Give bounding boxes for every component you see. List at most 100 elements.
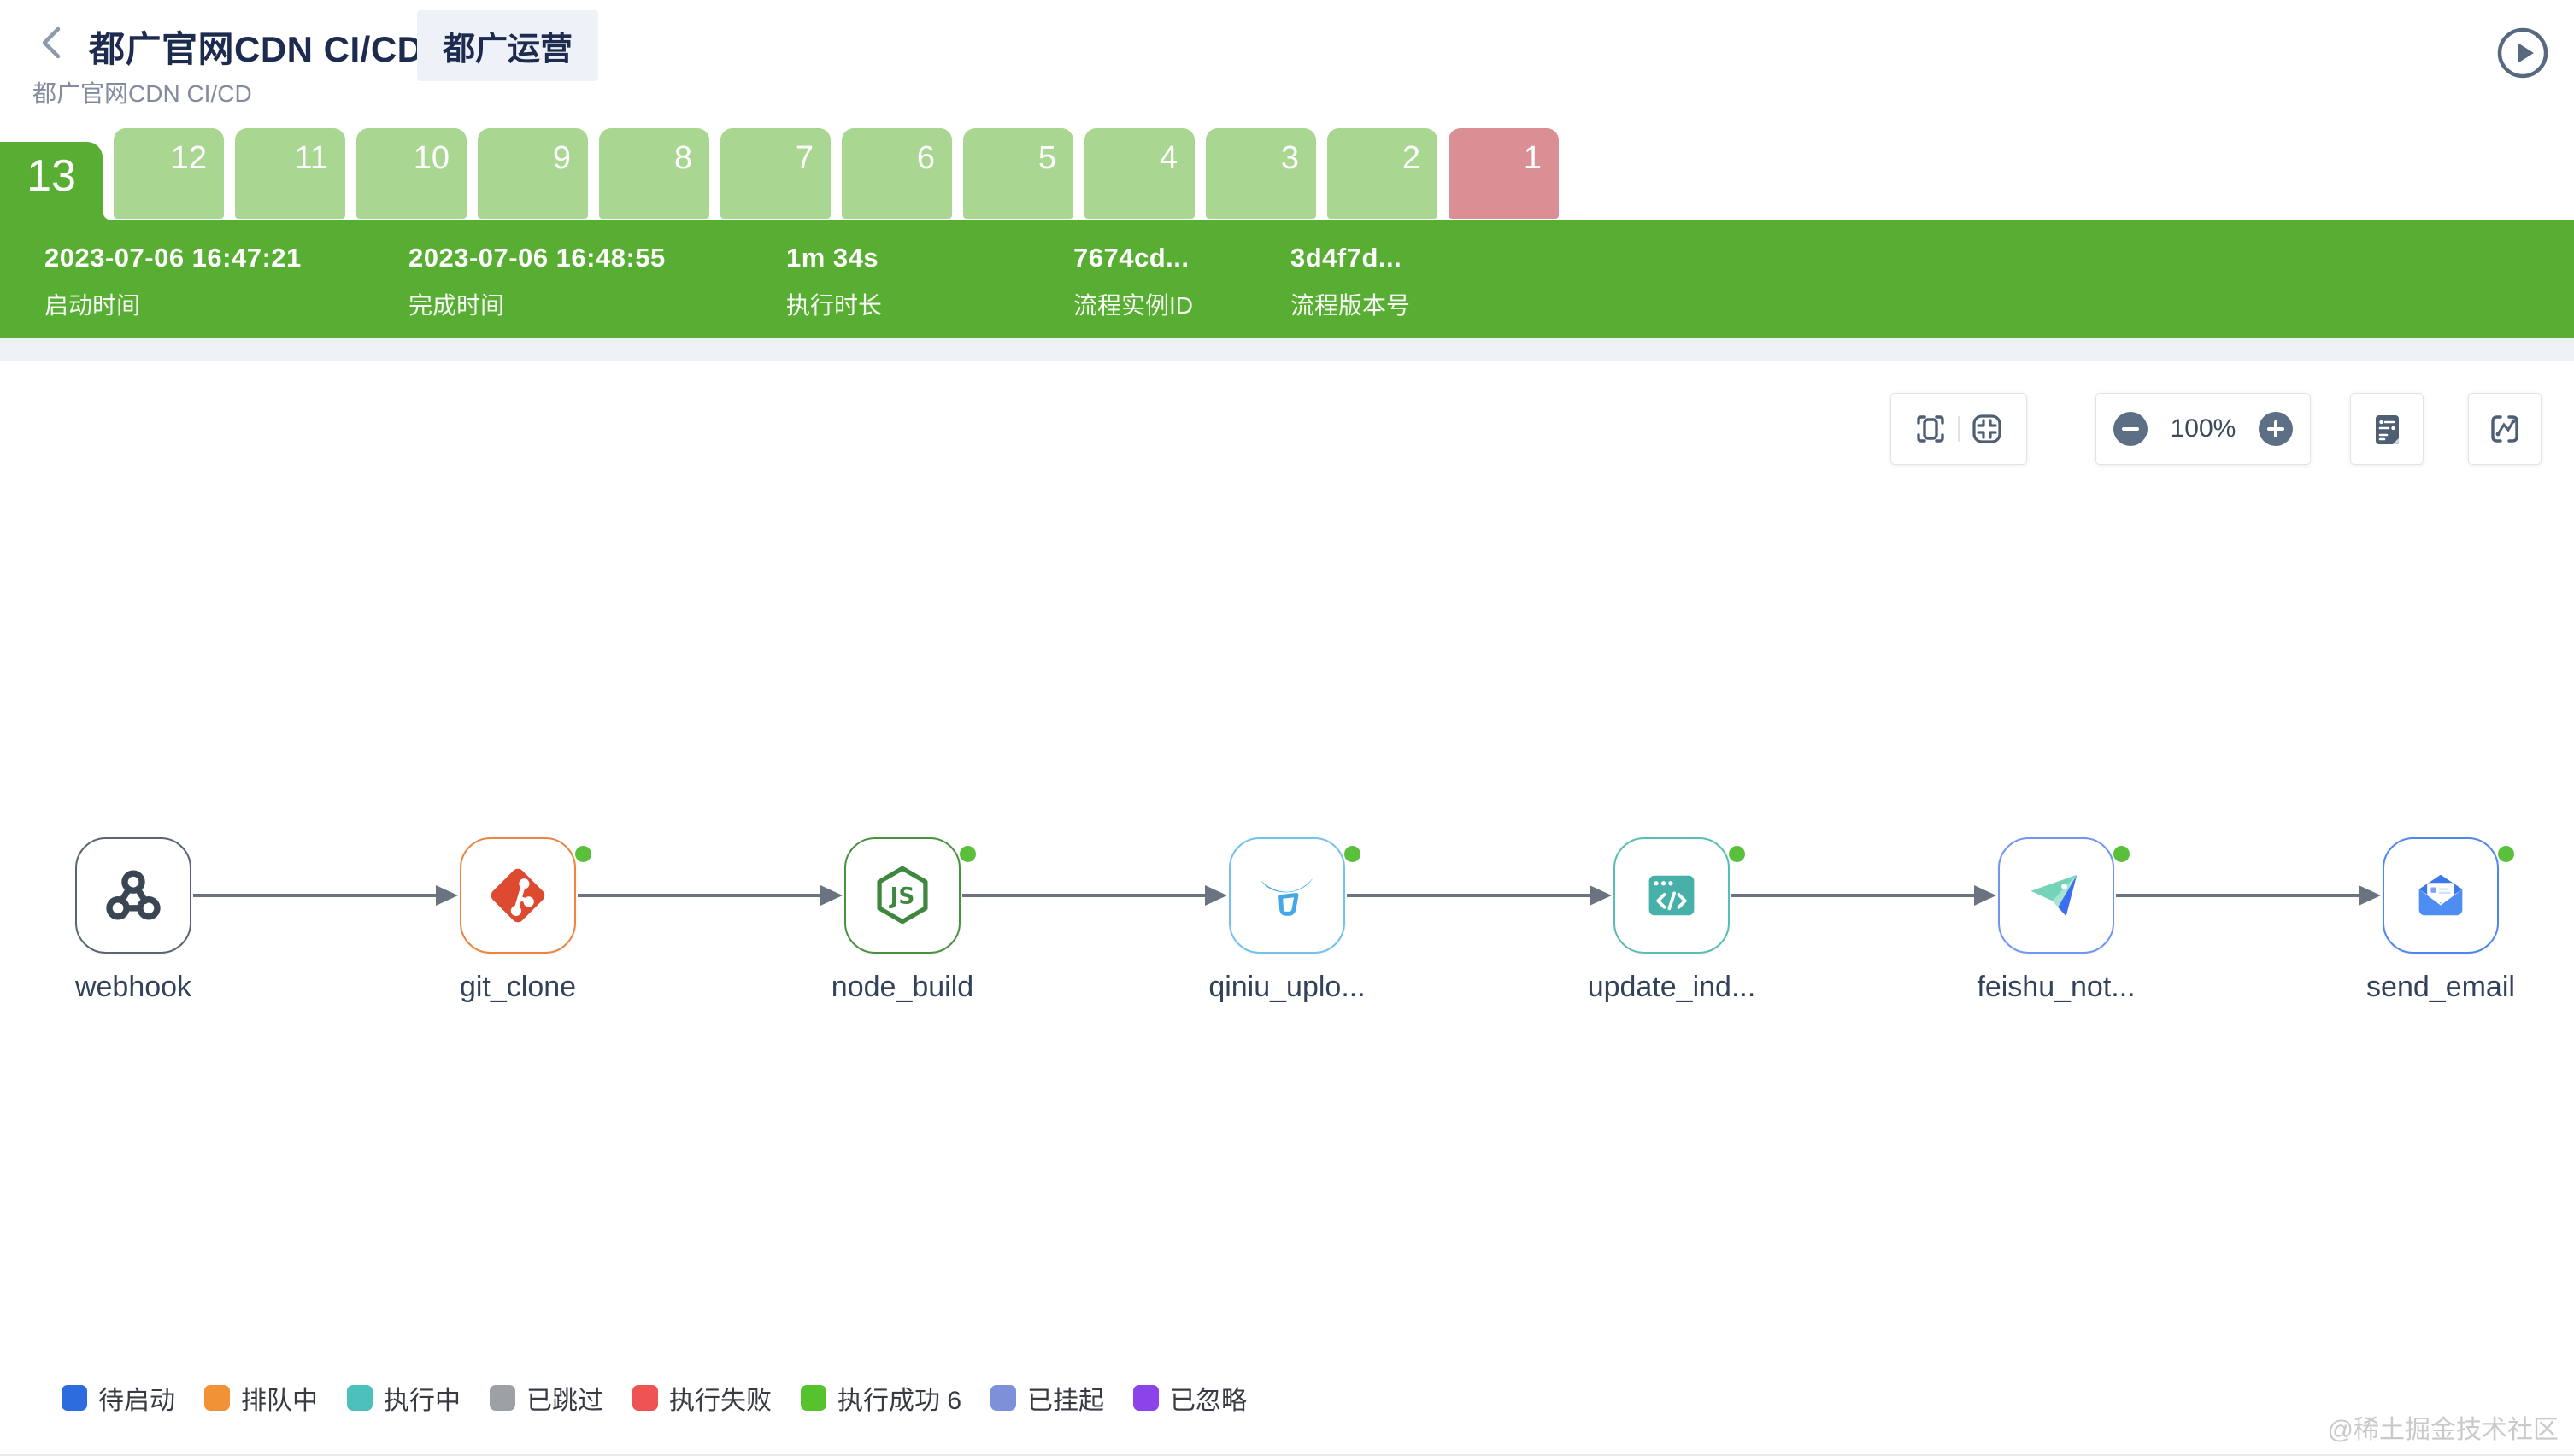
- status-dot-success: [2498, 846, 2514, 862]
- legend-swatch-queued: [204, 1385, 230, 1411]
- flow-arrow: [578, 885, 843, 906]
- run-info-instance-id: 7674cd... 流程实例ID: [1073, 243, 1290, 338]
- node-git-clone: git_clone: [460, 837, 591, 1003]
- legend-item-ignored: 已忽略: [1133, 1379, 1247, 1417]
- run-info-start-time: 2023-07-06 16:47:21 启动时间: [44, 243, 408, 338]
- legend-label: 已忽略: [1170, 1387, 1248, 1415]
- build-tab-11[interactable]: 11: [235, 128, 345, 219]
- fullscreen-icon[interactable]: [1912, 410, 1949, 448]
- legend-swatch-failed: [632, 1385, 658, 1411]
- legend-swatch-suspended: [990, 1385, 1017, 1411]
- metrics-button[interactable]: [2468, 393, 2542, 465]
- build-tab-6[interactable]: 6: [842, 128, 952, 219]
- play-circle-icon: [2497, 27, 2548, 79]
- flow-arrow: [1347, 885, 1612, 906]
- build-tab-2[interactable]: 2: [1327, 128, 1437, 219]
- flow-arrow: [1731, 885, 1996, 906]
- node-box-update-index[interactable]: [1613, 837, 1730, 954]
- node-box-send-email[interactable]: [2383, 837, 2499, 954]
- watermark: @稀土掘金技术社区: [2327, 1416, 2559, 1444]
- status-dot-success: [2113, 846, 2130, 862]
- build-tab-4[interactable]: 4: [1084, 128, 1195, 219]
- feishu-icon: [2030, 874, 2077, 917]
- legend-item-suspended: 已挂起: [990, 1379, 1104, 1417]
- legend-label: 执行中: [384, 1387, 461, 1415]
- legend-swatch-running: [347, 1385, 373, 1411]
- legend-item-running: 执行中: [347, 1379, 461, 1417]
- legend-item-failed: 执行失败: [632, 1379, 772, 1417]
- node-label: send_email: [2366, 971, 2515, 1003]
- nodejs-icon: JS: [877, 866, 928, 925]
- flow-canvas[interactable]: 100%: [0, 361, 2574, 1456]
- git-icon: [491, 868, 545, 923]
- chevron-left-icon: [42, 26, 61, 59]
- node-box-qiniu-upload[interactable]: [1229, 837, 1345, 954]
- qiniu-icon: [1261, 877, 1313, 916]
- run-log-button[interactable]: [2350, 393, 2424, 465]
- status-dot-success: [960, 846, 976, 862]
- status-dot-success: [1344, 846, 1360, 862]
- run-info-finish-time: 2023-07-06 16:48:55 完成时间: [408, 243, 786, 338]
- fit-view-icon[interactable]: [1968, 410, 2006, 448]
- legend-label: 排队中: [241, 1387, 318, 1415]
- status-dot-success: [575, 846, 591, 862]
- run-info-duration: 1m 34s 执行时长: [786, 243, 1073, 338]
- divider-strip: [0, 338, 2574, 361]
- build-tab-5[interactable]: 5: [963, 128, 1073, 219]
- build-tab-8[interactable]: 8: [599, 128, 709, 219]
- build-tab-7[interactable]: 7: [720, 128, 831, 219]
- status-legend: 待启动 排队中 执行中 已跳过 执行失败 执行成功 6: [62, 1379, 1247, 1417]
- legend-item-pending: 待启动: [62, 1379, 175, 1417]
- svg-text:JS: JS: [889, 884, 915, 910]
- page-subtitle: 都广官网CDN CI/CD: [32, 80, 252, 107]
- node-label: qiniu_uplo...: [1208, 971, 1366, 1003]
- selected-tab-fillet: [103, 212, 111, 220]
- build-tab-1[interactable]: 1: [1449, 128, 1559, 219]
- build-tab-9[interactable]: 9: [478, 128, 588, 219]
- build-tab-12[interactable]: 12: [114, 128, 224, 219]
- node-box-webhook[interactable]: [75, 837, 191, 954]
- run-pipeline-button[interactable]: [2495, 26, 2550, 80]
- node-label: webhook: [74, 971, 192, 1003]
- view-controls: [1890, 393, 2027, 465]
- node-box-feishu-notify[interactable]: [1998, 837, 2114, 954]
- instance-id-label: 流程实例ID: [1073, 292, 1194, 319]
- node-send-email: send_email: [2366, 837, 2515, 1003]
- zoom-controls: 100%: [2095, 393, 2311, 465]
- legend-item-queued: 排队中: [204, 1379, 318, 1417]
- run-info-version: 3d4f7d... 流程版本号: [1290, 243, 2574, 338]
- back-button[interactable]: [32, 22, 73, 63]
- node-feishu-notify: feishu_not...: [1977, 837, 2136, 1003]
- legend-swatch-ignored: [1133, 1385, 1160, 1411]
- build-tab-3[interactable]: 3: [1206, 128, 1316, 219]
- legend-item-success: 执行成功 6: [801, 1379, 961, 1417]
- build-tab-13[interactable]: 13: [0, 142, 103, 220]
- zoom-in-button[interactable]: [2258, 412, 2293, 446]
- legend-label: 已跳过: [526, 1387, 603, 1415]
- status-dot-success: [1729, 846, 1745, 862]
- node-box-node-build[interactable]: JS: [844, 837, 961, 954]
- legend-label: 执行失败: [669, 1387, 772, 1415]
- duration-value: 1m 34s: [786, 243, 879, 273]
- header: 都广官网CDN CI/CD 都广运营 都广官网CDN CI/CD: [0, 0, 2574, 128]
- flow-arrow: [2116, 885, 2381, 906]
- flow-arrow: [962, 885, 1227, 906]
- node-label: update_ind...: [1587, 971, 1756, 1003]
- page-title: 都广官网CDN CI/CD: [89, 29, 424, 69]
- node-label: node_build: [831, 971, 974, 1003]
- legend-item-skipped: 已跳过: [490, 1379, 603, 1417]
- zoom-out-button[interactable]: [2113, 412, 2148, 446]
- duration-label: 执行时长: [786, 292, 883, 319]
- start-time-label: 启动时间: [44, 292, 141, 319]
- finish-time-label: 完成时间: [408, 292, 505, 319]
- version-value: 3d4f7d...: [1290, 243, 1402, 273]
- legend-swatch-skipped: [490, 1385, 515, 1411]
- build-tabs: 13 12 11 10 9 8 7 6 5 4 3 2 1: [0, 128, 2574, 220]
- node-box-git-clone[interactable]: [460, 837, 576, 954]
- legend-label: 已挂起: [1027, 1387, 1105, 1415]
- node-node-build: JS node_build: [832, 837, 976, 1003]
- run-info-bar: 2023-07-06 16:47:21 启动时间 2023-07-06 16:4…: [0, 220, 2574, 338]
- build-tab-10[interactable]: 10: [356, 128, 467, 219]
- start-time-value: 2023-07-06 16:47:21: [44, 243, 302, 273]
